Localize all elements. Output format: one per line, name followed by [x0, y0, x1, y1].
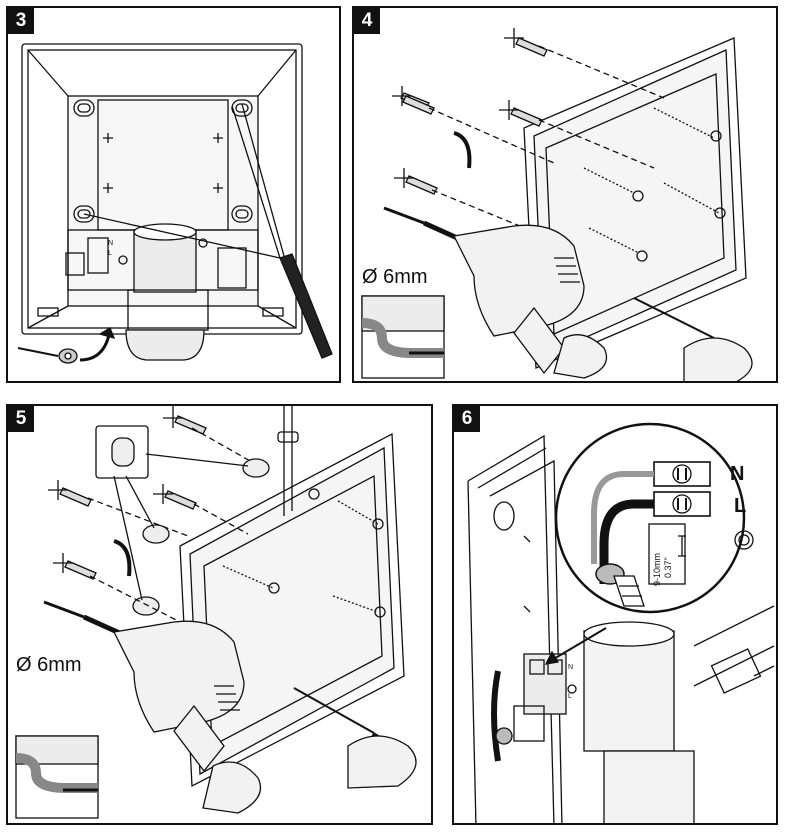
step-4-illustration — [361, 28, 753, 381]
step-4-drill-diameter: Ø 6mm — [362, 266, 428, 288]
step-6-terminal-n: N — [730, 463, 744, 485]
step-6-box-label-n: N — [568, 664, 573, 671]
step-3-box-label-n: N — [108, 240, 113, 247]
step-3-illustration: N L — [17, 43, 333, 364]
step-5-illustration — [15, 406, 417, 819]
step-3-box-label-l: L — [108, 250, 112, 257]
step-5-drill-diameter: Ø 6mm — [16, 654, 82, 676]
step-6-number: 6 — [454, 406, 480, 432]
step-4-number: 4 — [354, 8, 380, 34]
step-5-number: 5 — [8, 406, 34, 432]
step-6-strip-length-in: 0.37" — [663, 557, 673, 578]
step-6-terminal-l: L — [734, 495, 746, 517]
step-3-number: 3 — [8, 8, 34, 34]
step-5-panel: 5 — [6, 404, 433, 825]
step-6-panel: 6 — [452, 404, 778, 825]
step-4-panel: 4 — [352, 6, 778, 383]
step-6-illustration: N L 9-10mm 0.37" N L — [467, 422, 775, 823]
step-3-panel: 3 — [6, 6, 341, 383]
step-6-strip-length-mm: 9-10mm — [652, 553, 662, 586]
step-6-box-label-l: L — [568, 693, 572, 700]
